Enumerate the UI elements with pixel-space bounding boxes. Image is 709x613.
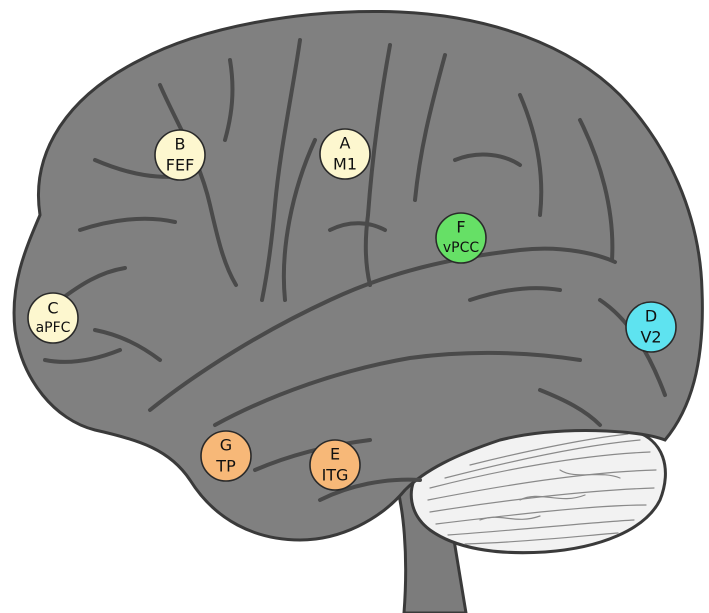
marker-A-letter: A [340,134,351,153]
marker-G-letter: G [220,436,232,455]
marker-F[interactable]: F vPCC [435,212,487,264]
marker-B-letter: B [175,135,186,154]
marker-B-abbr: FEF [166,156,195,175]
marker-C-abbr: aPFC [36,320,71,336]
marker-E-abbr: ITG [322,466,349,485]
marker-C[interactable]: C aPFC [27,292,79,344]
marker-A[interactable]: A M1 [319,128,371,180]
marker-A-abbr: M1 [333,155,357,174]
marker-F-abbr: vPCC [443,240,480,256]
marker-D-letter: D [645,307,657,326]
marker-D-abbr: V2 [640,328,661,347]
marker-F-letter: F [456,218,465,237]
marker-C-letter: C [47,299,58,318]
marker-D[interactable]: D V2 [625,301,677,353]
marker-E[interactable]: E ITG [309,439,361,491]
marker-G[interactable]: G TP [200,430,252,482]
cerebellum [409,425,667,555]
marker-E-letter: E [330,445,340,464]
marker-B[interactable]: B FEF [154,129,206,181]
marker-G-abbr: TP [215,457,236,476]
